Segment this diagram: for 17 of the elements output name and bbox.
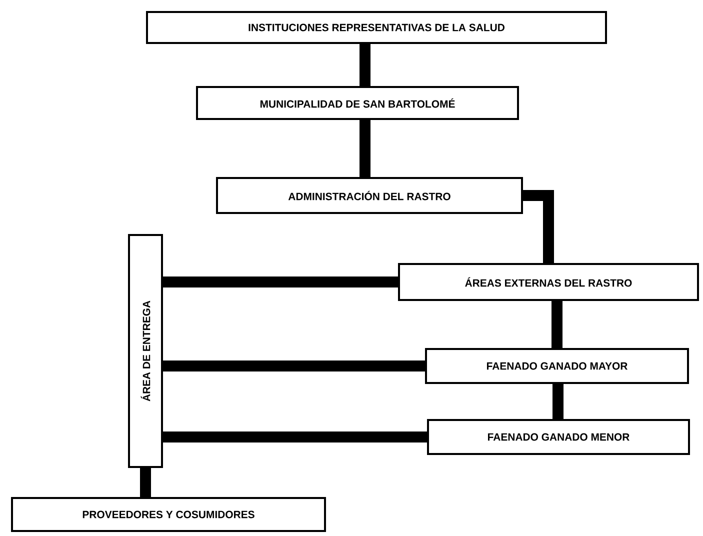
connector-line	[360, 44, 370, 86]
org-box: FAENADO GANADO MENOR	[427, 419, 690, 455]
connector-line	[163, 432, 427, 442]
connector-line	[163, 276, 398, 288]
org-box: FAENADO GANADO MAYOR	[425, 348, 689, 384]
org-box: INSTITUCIONES REPRESENTATIVAS DE LA SALUD	[146, 11, 607, 44]
org-box: MUNICIPALIDAD DE SAN BARTOLOMÉ	[196, 86, 519, 120]
connector-line	[163, 360, 425, 372]
org-box: ADMINISTRACIÓN DEL RASTRO	[216, 177, 523, 214]
org-box: ÁREA DE ENTREGA	[128, 234, 163, 468]
org-box: ÁREAS EXTERNAS DEL RASTRO	[398, 263, 699, 301]
connector-line	[360, 120, 370, 177]
connector-line	[552, 301, 562, 348]
connector-line	[140, 468, 151, 497]
connector-line	[552, 384, 564, 419]
org-box: PROVEEDORES Y COSUMIDORES	[11, 497, 326, 532]
connector-line	[523, 190, 554, 263]
